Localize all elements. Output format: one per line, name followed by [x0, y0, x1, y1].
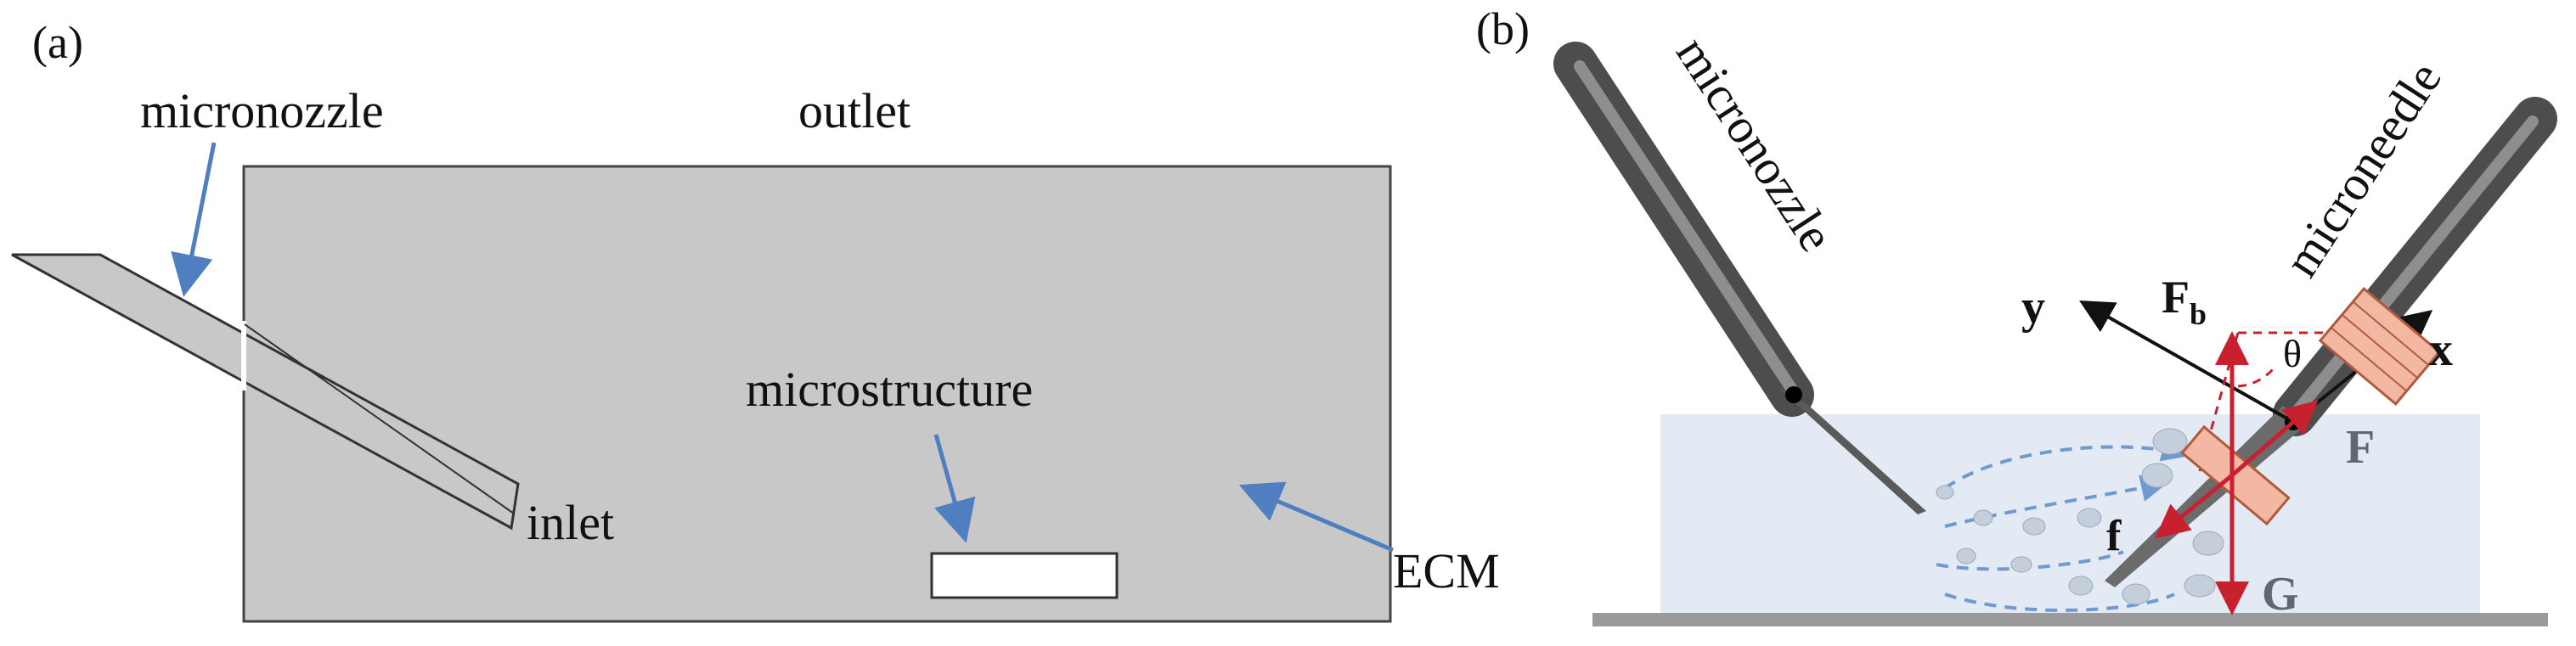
inlet-label: inlet: [527, 495, 614, 550]
panel-b: (b): [1476, 3, 2557, 626]
micronozzle-label-a: micronozzle: [140, 83, 384, 138]
outlet-label: outlet: [798, 83, 910, 138]
panel-a-label: (a): [32, 17, 83, 68]
ground-plate: [1592, 613, 2548, 626]
force-guides: [2198, 331, 2344, 472]
theta-label: θ: [2283, 332, 2302, 375]
friction-force-arrow: [2155, 474, 2234, 539]
gravity-label: G: [2262, 568, 2299, 621]
friction-force-label: f: [2106, 512, 2122, 560]
y-axis-arrow: [2079, 301, 2294, 424]
panel-a: (a) micronozzle outlet inlet microstruct…: [11, 17, 1500, 623]
micronozzle-pointer-arrow: [171, 142, 217, 297]
ecm-pointer-arrow: [1238, 481, 1394, 553]
microstructure-pointer-arrow: [933, 434, 976, 543]
micronozzle-shape: [11, 253, 520, 531]
ecm-label: ECM: [1393, 543, 1500, 598]
ecm-domain: [242, 165, 1392, 623]
buoyancy-label: Fb: [2162, 272, 2207, 331]
microstructure-label: microstructure: [746, 362, 1033, 417]
bead-upper: [2318, 286, 2442, 407]
particles: [1936, 428, 2224, 605]
microstructure-shape: [930, 552, 1119, 599]
panel-b-label: (b): [1476, 3, 1530, 54]
drag-force-arrow: [2230, 400, 2319, 477]
x-axis-label: x: [2429, 323, 2453, 376]
y-axis-label: y: [2021, 281, 2045, 334]
micronozzle-tube: [1553, 42, 1926, 514]
drag-force-label: F: [2346, 421, 2375, 474]
